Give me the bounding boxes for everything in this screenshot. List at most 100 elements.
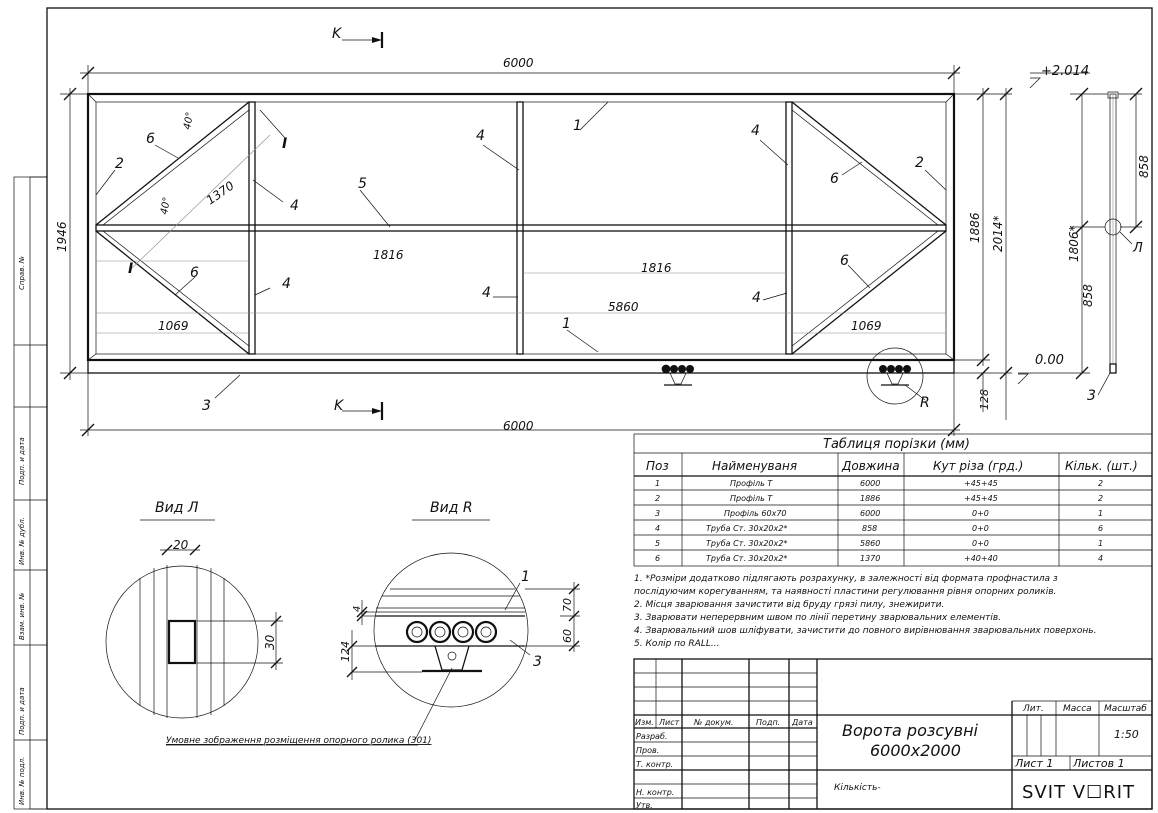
svg-text:1: 1: [521, 569, 530, 585]
dim-left-height: 1946: [55, 221, 69, 252]
svg-text:1886: 1886: [860, 494, 880, 503]
dim-right-2014: 2014*: [991, 215, 1005, 252]
tb-scale: 1:50: [1114, 728, 1139, 741]
svg-text:0+0: 0+0: [972, 509, 989, 518]
tb-lit: Лит.: [1022, 704, 1044, 714]
svg-text:2. Місця зварювання зачистит: 2. Місця зварювання зачистити від бруду …: [634, 600, 944, 610]
tb-company: SVIT V☐RIT: [1022, 782, 1135, 803]
dim-858-lower: 858: [1081, 284, 1095, 307]
svg-text:5. Колір по RALL...: 5. Колір по RALL...: [634, 639, 719, 649]
dim-128: 128: [978, 389, 991, 410]
svg-text:0+0: 0+0: [972, 539, 989, 548]
svg-text:Кут різа (грд.): Кут різа (грд.): [933, 459, 1023, 473]
svg-text:Довжина: Довжина: [841, 459, 900, 473]
dim-angle-b: 40°: [159, 196, 173, 215]
callout-5: 5: [358, 176, 367, 192]
strip-label-5: Подп. и дата: [18, 687, 26, 735]
svg-text:1: 1: [1098, 509, 1103, 518]
callout-2-left: 2: [115, 156, 124, 172]
svg-text:+45+45: +45+45: [964, 494, 998, 503]
svg-text:+40+40: +40+40: [964, 554, 998, 563]
svg-text:4: 4: [352, 606, 363, 612]
svg-text:3: 3: [655, 509, 660, 518]
bottom-profile: [87, 359, 955, 374]
dim-1806: 1806*: [1067, 225, 1081, 262]
tb-col-date: Дата: [791, 718, 813, 727]
svg-text:Профіль Т: Профіль Т: [730, 494, 773, 503]
callout-4-left-lower: 4: [282, 276, 291, 292]
elev-zero: 0.00: [1035, 353, 1064, 368]
dim-1069-left: 1069: [158, 319, 189, 333]
svg-text:6: 6: [1098, 524, 1103, 533]
svg-text:1: 1: [1098, 539, 1103, 548]
view-r-detail: Вид R: [339, 500, 580, 741]
svg-text:2: 2: [1098, 494, 1103, 503]
cut-table-row: 6 Труба Ст. 30х20х2* 1370 +40+40 4: [655, 554, 1103, 563]
callout-leaders: [95, 101, 947, 401]
callout-4-right-lower: 4: [752, 290, 761, 306]
svg-text:124: 124: [339, 641, 352, 662]
svg-text:Найменуваня: Найменуваня: [712, 459, 797, 473]
svg-text:2: 2: [1098, 479, 1103, 488]
svg-text:70: 70: [561, 598, 574, 612]
side-view: [1017, 72, 1143, 396]
svg-text:1370: 1370: [860, 554, 880, 563]
dimension-lines: [60, 65, 1013, 437]
strip-label-1: Справ. №: [18, 256, 26, 290]
view-mark-l: Л: [1132, 241, 1143, 256]
svg-text:4. Зварювальний шов шліфуват: 4. Зварювальний шов шліфувати, зачистити…: [634, 626, 1096, 636]
tb-role-1: Разраб.: [636, 732, 667, 741]
callout-i-bottom: I: [128, 261, 133, 277]
roller-left: [661, 364, 694, 386]
svg-text:0+0: 0+0: [972, 524, 989, 533]
callout-3: 3: [202, 398, 211, 414]
roller-caption: Умовне зображення розміщення опорного ро…: [166, 736, 431, 746]
svg-text:30: 30: [263, 634, 277, 650]
callout-6-bottom-right: 6: [840, 253, 849, 269]
dim-1816-right: 1816: [641, 261, 672, 275]
roller-wheels: [405, 620, 498, 644]
svg-text:K: K: [334, 398, 345, 414]
tb-col-izm: Изм.: [635, 718, 654, 727]
tb-sheets: Листов 1: [1072, 757, 1125, 770]
svg-text:3. Зварювати неперервним шво: 3. Зварювати неперервним швом по лінії п…: [634, 613, 1001, 623]
tb-sheet: Лист 1: [1014, 757, 1053, 770]
gate-frame: [86, 92, 956, 374]
section-mark-top: K: [332, 26, 384, 48]
svg-text:Труба Ст. 30х20х2*: Труба Ст. 30х20х2*: [706, 554, 787, 563]
callout-1-top: 1: [573, 118, 582, 134]
svg-text:858: 858: [862, 524, 877, 533]
cut-table-row: 4 Труба Ст. 30х20х2* 858 0+0 6: [655, 524, 1103, 533]
dim-bottom-width: 6000: [503, 419, 534, 433]
callout-4-right-upper: 4: [751, 123, 760, 139]
callout-2-right: 2: [915, 155, 924, 171]
callout-1-bottom: 1: [562, 316, 571, 332]
callout-r: R: [920, 395, 930, 411]
tb-role-3: Т. контр.: [636, 760, 673, 769]
svg-text:Труба Ст. 30х20х2*: Труба Ст. 30х20х2*: [706, 524, 787, 533]
view-l-detail: Вид Л 20 30: [105, 500, 283, 719]
roller-right: [866, 347, 924, 405]
callout-6-top-left: 6: [146, 131, 155, 147]
svg-text:Вид Л: Вид Л: [155, 500, 199, 516]
callout-4-center-lower: 4: [482, 285, 491, 301]
svg-text:Поз: Поз: [646, 459, 669, 473]
svg-text:Кільк. (шт.): Кільк. (шт.): [1065, 459, 1138, 473]
svg-text:6000: 6000: [860, 509, 880, 518]
svg-text:60: 60: [561, 629, 574, 643]
svg-text:K: K: [332, 26, 343, 42]
tb-title-2: 6000х2000: [870, 741, 961, 760]
dim-top-width: 6000: [503, 56, 534, 70]
svg-text:5: 5: [655, 539, 660, 548]
tb-role-6: Утв.: [636, 801, 653, 810]
cut-table-title: Таблиця порізки (мм): [823, 437, 970, 452]
svg-text:Труба Ст. 30х20х2*: Труба Ст. 30х20х2*: [706, 539, 787, 548]
notes: 1. *Розміри додатково підлягають розраху…: [634, 574, 1096, 649]
dim-858-upper: 858: [1137, 155, 1151, 178]
cut-table-row: 5 Труба Ст. 30х20х2* 5860 0+0 1: [655, 539, 1103, 548]
tb-scale-header: Масштаб: [1104, 704, 1147, 714]
dim-angle-a: 40°: [182, 111, 196, 130]
callout-4-center-upper: 4: [476, 128, 485, 144]
dim-right-1886: 1886: [968, 212, 982, 243]
